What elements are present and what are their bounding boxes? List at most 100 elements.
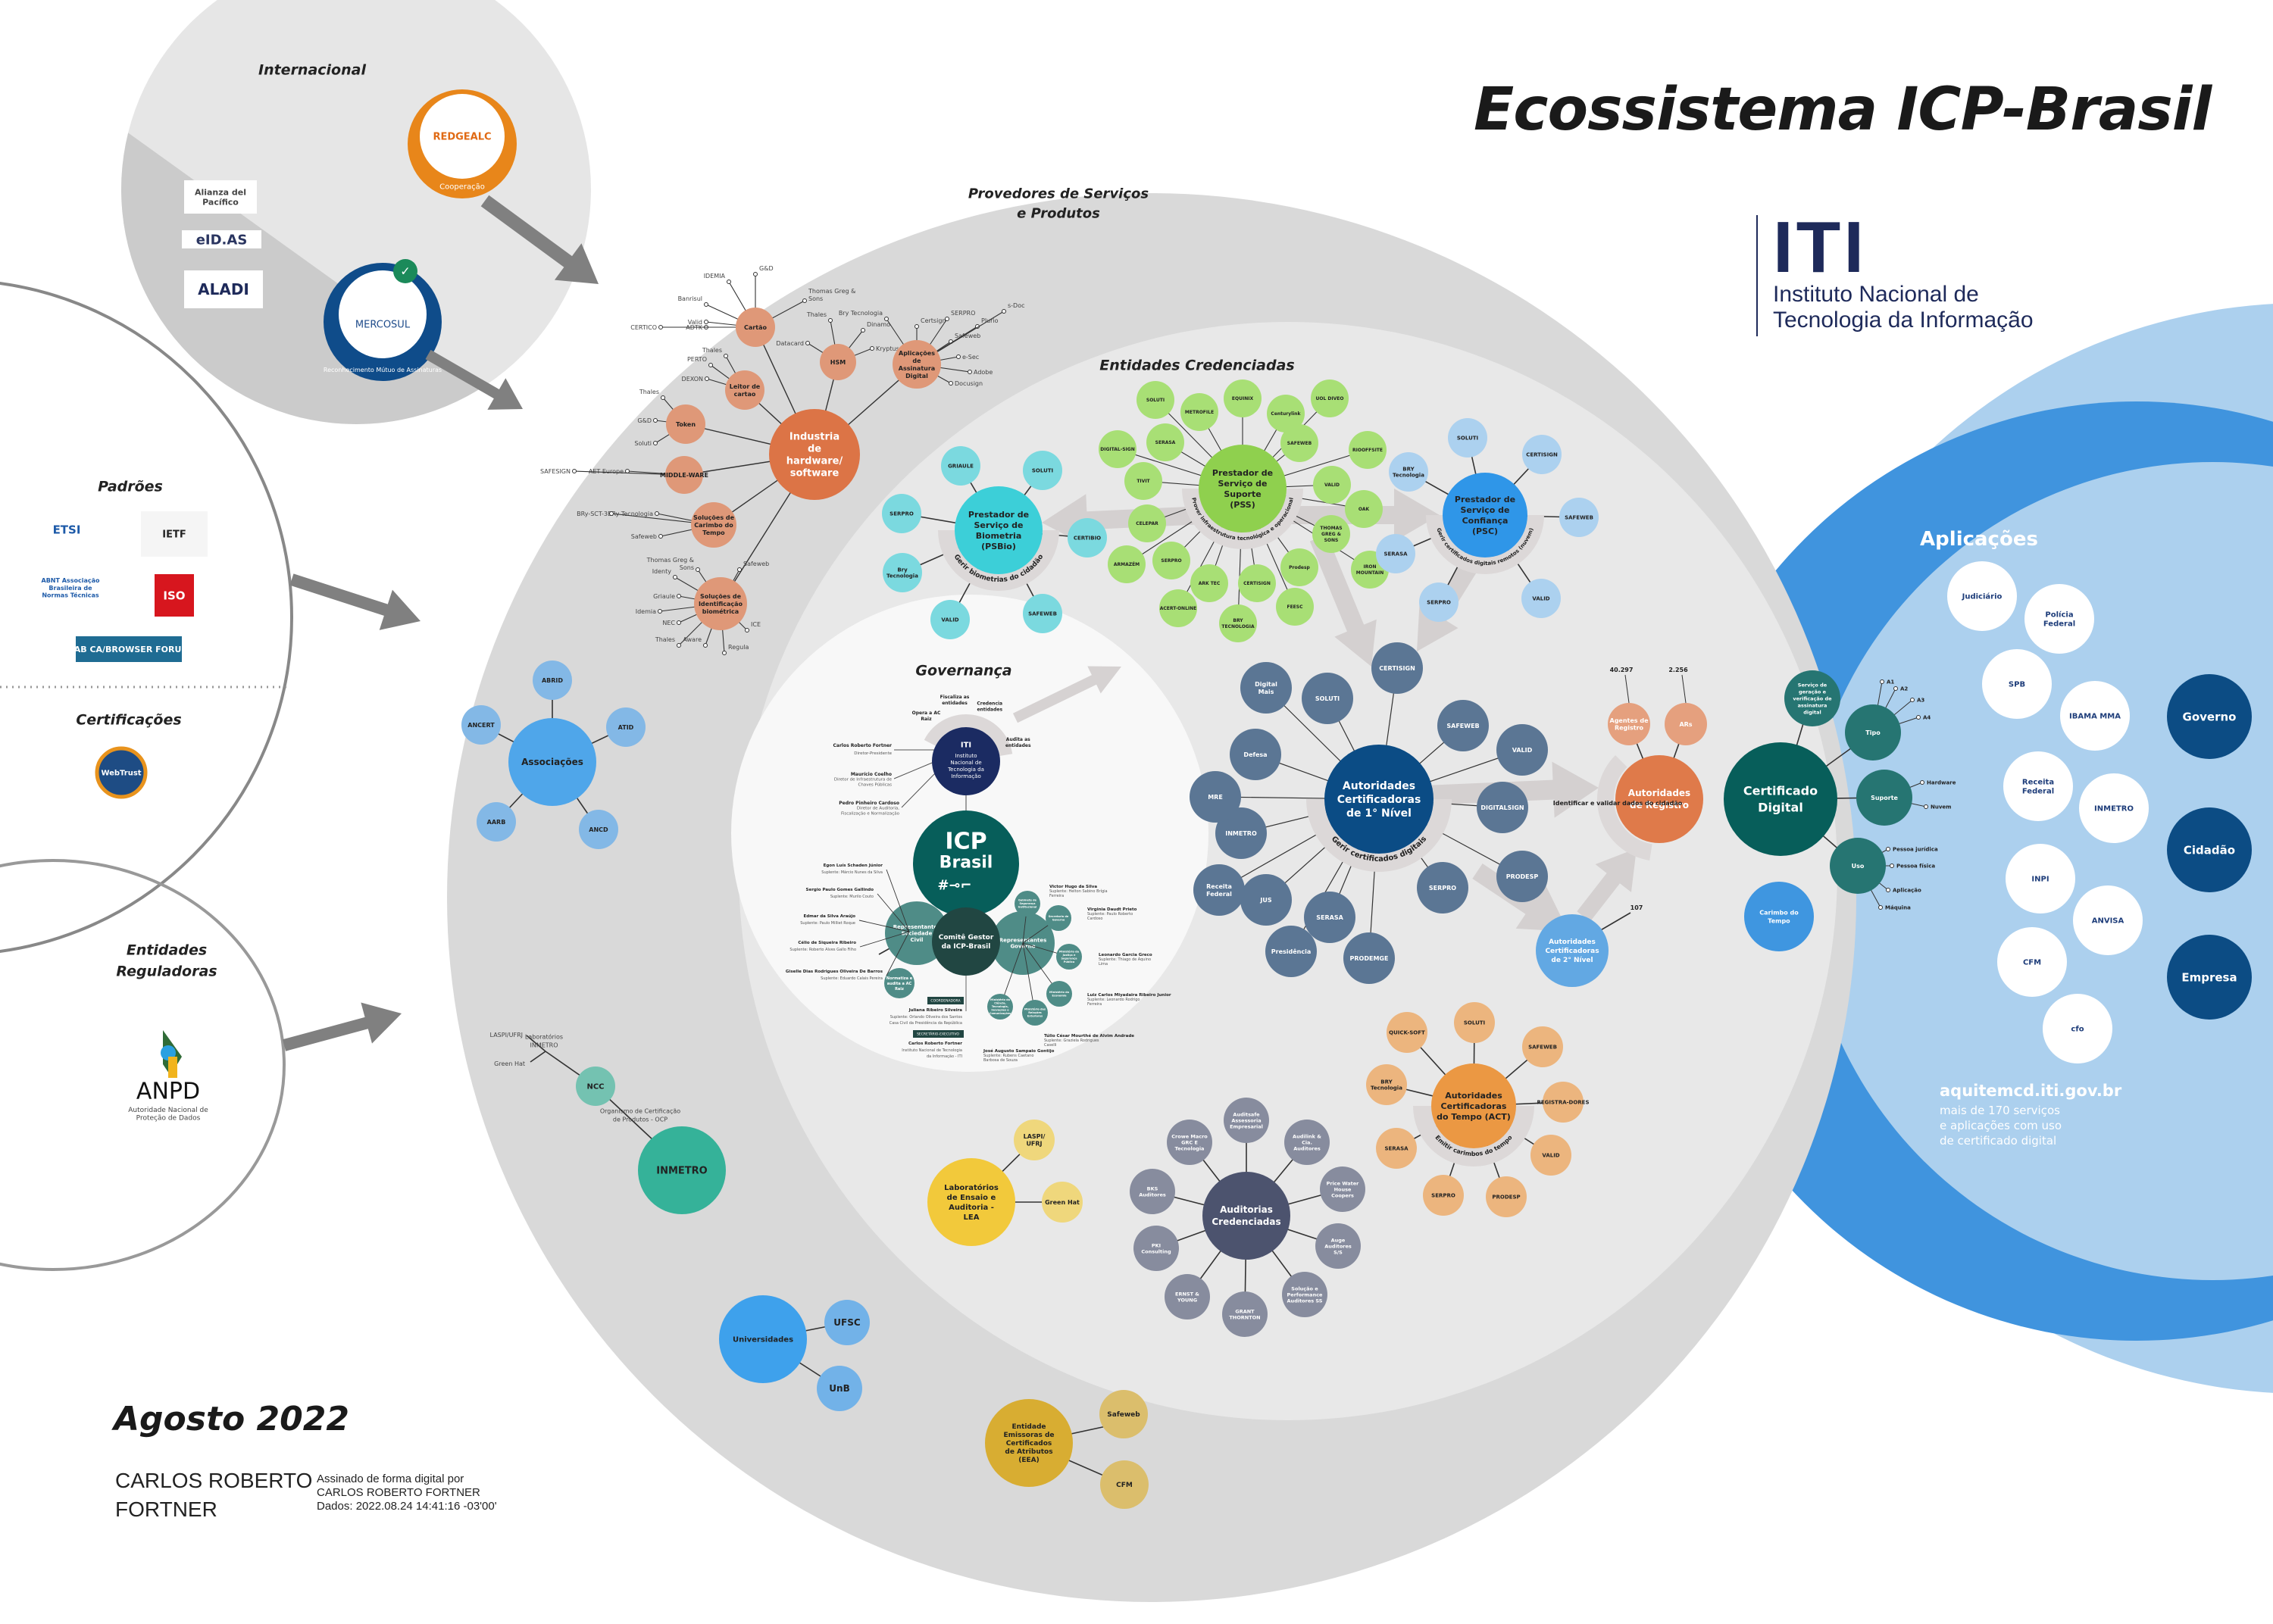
inmetro-node-circle[interactable] [638, 1126, 726, 1214]
pss-celepar[interactable]: CELEPAR [1128, 504, 1166, 542]
associacoes-hub[interactable]: Associações [508, 718, 596, 806]
auditoria-pki-consulting-circle[interactable] [1133, 1226, 1179, 1271]
audience-governo[interactable]: Governo [2167, 674, 2252, 759]
pss-serasa[interactable]: SERASA [1146, 423, 1184, 461]
eea-safeweb[interactable]: Safeweb [1099, 1390, 1148, 1438]
app-logo-inpi[interactable]: INPI [2006, 844, 2075, 914]
ac1-serasa[interactable]: SERASA [1304, 892, 1355, 943]
ac1-jus[interactable]: JUS [1240, 874, 1292, 926]
universidades-hub-circle[interactable] [719, 1295, 807, 1383]
pss-ark-tec[interactable]: ARK TEC [1190, 564, 1228, 602]
psbio-soluti-circle[interactable] [1023, 451, 1062, 490]
psc-certisign[interactable]: CERTISIGN [1522, 435, 1562, 474]
act-registra-dores[interactable]: REGISTRA-DORES [1537, 1082, 1590, 1123]
psc-serpro[interactable]: SERPRO [1419, 582, 1459, 622]
associacao-aarb[interactable]: AARB [477, 802, 516, 842]
psc-serasa-circle[interactable] [1376, 534, 1415, 573]
industria-group-solucoes-de-identificacao-biometrica-circle[interactable] [694, 577, 747, 630]
ac1-defesa[interactable]: Defesa [1230, 729, 1281, 780]
app-logo-circle[interactable] [2060, 681, 2130, 751]
psbio-safeweb-circle[interactable] [1023, 594, 1062, 633]
ac1-digitalsign[interactable]: DIGITALSIGN [1477, 782, 1528, 833]
pss-valid[interactable]: VALID [1313, 466, 1351, 504]
act-serpro[interactable]: SERPRO [1423, 1175, 1464, 1216]
pss-oak-circle[interactable] [1345, 490, 1383, 528]
industria-group-hsm[interactable]: HSM [820, 344, 856, 380]
act-serasa[interactable]: SERASA [1376, 1128, 1417, 1169]
psc-serasa[interactable]: SERASA [1376, 534, 1415, 573]
cd-uso-circle[interactable] [1830, 838, 1886, 894]
associacao-aarb-circle[interactable] [477, 802, 516, 842]
ac1-digitalsign-circle[interactable] [1477, 782, 1528, 833]
pss-acert-online-circle[interactable] [1159, 589, 1197, 627]
ar-ars[interactable]: ARs [1665, 703, 1707, 745]
lea-laspi-ufrj-circle[interactable] [1014, 1120, 1055, 1160]
industria-hub-circle[interactable] [769, 409, 860, 500]
app-logo-circle[interactable] [2073, 885, 2143, 955]
audience-circle[interactable] [2167, 807, 2252, 892]
pss-equinix[interactable]: EQUINIX [1224, 379, 1262, 417]
associacao-atid[interactable]: ATID [606, 707, 646, 747]
ac1-jus-circle[interactable] [1240, 874, 1292, 926]
act-prodesp[interactable]: PRODESP [1486, 1176, 1527, 1217]
associacao-ancert[interactable]: ANCERT [461, 705, 501, 745]
psbio-certibio[interactable]: CERTIBIO [1068, 518, 1107, 557]
ac1-receita-federal-circle[interactable] [1193, 864, 1245, 916]
cd-tipo[interactable]: Tipo [1845, 704, 1901, 760]
universidade-unb[interactable]: UnB [817, 1366, 862, 1411]
app-logo-spb[interactable]: SPB [1982, 649, 2052, 719]
psc-safeweb-circle[interactable] [1559, 498, 1599, 537]
auditoria-ernst-young-circle[interactable] [1165, 1274, 1210, 1320]
ar-ars-circle[interactable] [1665, 703, 1707, 745]
pss-thomas-greg-sons-circle[interactable] [1312, 515, 1350, 553]
psc-valid[interactable]: VALID [1521, 579, 1561, 618]
site-url-link[interactable]: aquitemcd.iti.gov.br [1940, 1082, 2122, 1100]
psbio-valid[interactable]: VALID [930, 600, 970, 639]
pss-soluti-circle[interactable] [1136, 381, 1174, 419]
app-logo-circle[interactable] [1982, 649, 2052, 719]
eea-cfm-circle[interactable] [1100, 1460, 1149, 1509]
pss-serpro-circle[interactable] [1152, 542, 1190, 579]
app-logo-circle[interactable] [2003, 751, 2073, 821]
industria-group-aplicacoes-de-assinatura-digital-circle[interactable] [893, 340, 941, 389]
icp-brasil-logo[interactable] [913, 810, 1019, 917]
pss-acert-online[interactable]: ACERT-ONLINE [1159, 589, 1197, 627]
psc-soluti-circle[interactable] [1448, 418, 1487, 458]
app-logo-anvisa[interactable]: ANVISA [2073, 885, 2143, 955]
industria-group-middle-ware-circle[interactable] [665, 456, 703, 494]
act-registra-dores-circle[interactable] [1543, 1082, 1584, 1123]
industria-group-leitor-de-cartao-circle[interactable] [725, 370, 764, 410]
pss-equinix-circle[interactable] [1224, 379, 1262, 417]
psbio-soluti[interactable]: SOLUTI [1023, 451, 1062, 490]
governo-body-ministerio-da-justica-e-seguranca-publica-circle[interactable] [1056, 944, 1082, 970]
ar-agentes-de-registro-circle[interactable] [1608, 703, 1650, 745]
governo-body-ministerio-das-relacoes-exteriores-circle[interactable] [1022, 1000, 1048, 1026]
ac1-valid-circle[interactable] [1496, 724, 1548, 776]
pss-metrofile-circle[interactable] [1180, 393, 1218, 431]
act-safeweb[interactable]: SAFEWEB [1522, 1026, 1563, 1067]
ac1-mre[interactable]: MRE [1190, 771, 1241, 823]
act-serasa-circle[interactable] [1376, 1128, 1417, 1169]
act-bry-tecnologia-circle[interactable] [1366, 1064, 1407, 1105]
governo-body-secretaria-de-governo-circle[interactable] [1046, 905, 1071, 931]
eea-safeweb-circle[interactable] [1099, 1390, 1148, 1438]
pss-safeweb-circle[interactable] [1280, 424, 1318, 462]
lea-hub-circle[interactable] [927, 1158, 1015, 1246]
pss-feesc-circle[interactable] [1276, 588, 1314, 626]
sociedade-civil-node-circle[interactable] [885, 901, 949, 965]
auditoria-audilink-cia-auditores[interactable]: Audilink &Cia.Auditores [1284, 1120, 1330, 1165]
